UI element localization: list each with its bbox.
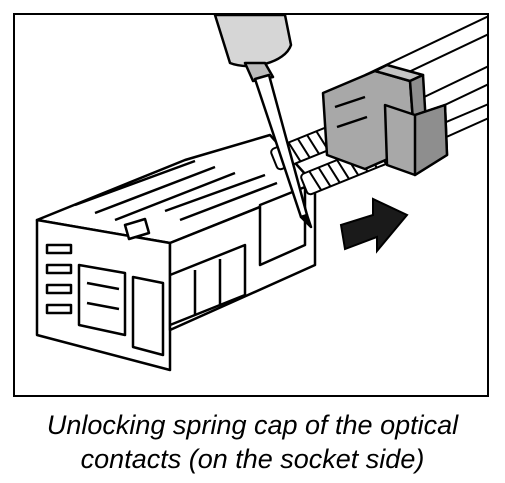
illustration-frame <box>13 13 489 397</box>
figure-caption: Unlocking spring cap of the optical cont… <box>0 408 505 476</box>
screwdriver-icon <box>213 15 313 229</box>
connector-housing <box>35 133 317 372</box>
connector-illustration <box>35 15 487 372</box>
caption-line-2: contacts (on the socket side) <box>80 444 425 474</box>
arrow-right-icon <box>339 197 409 254</box>
spring-cap <box>321 63 449 177</box>
caption-line-1: Unlocking spring cap of the optical <box>46 410 459 440</box>
